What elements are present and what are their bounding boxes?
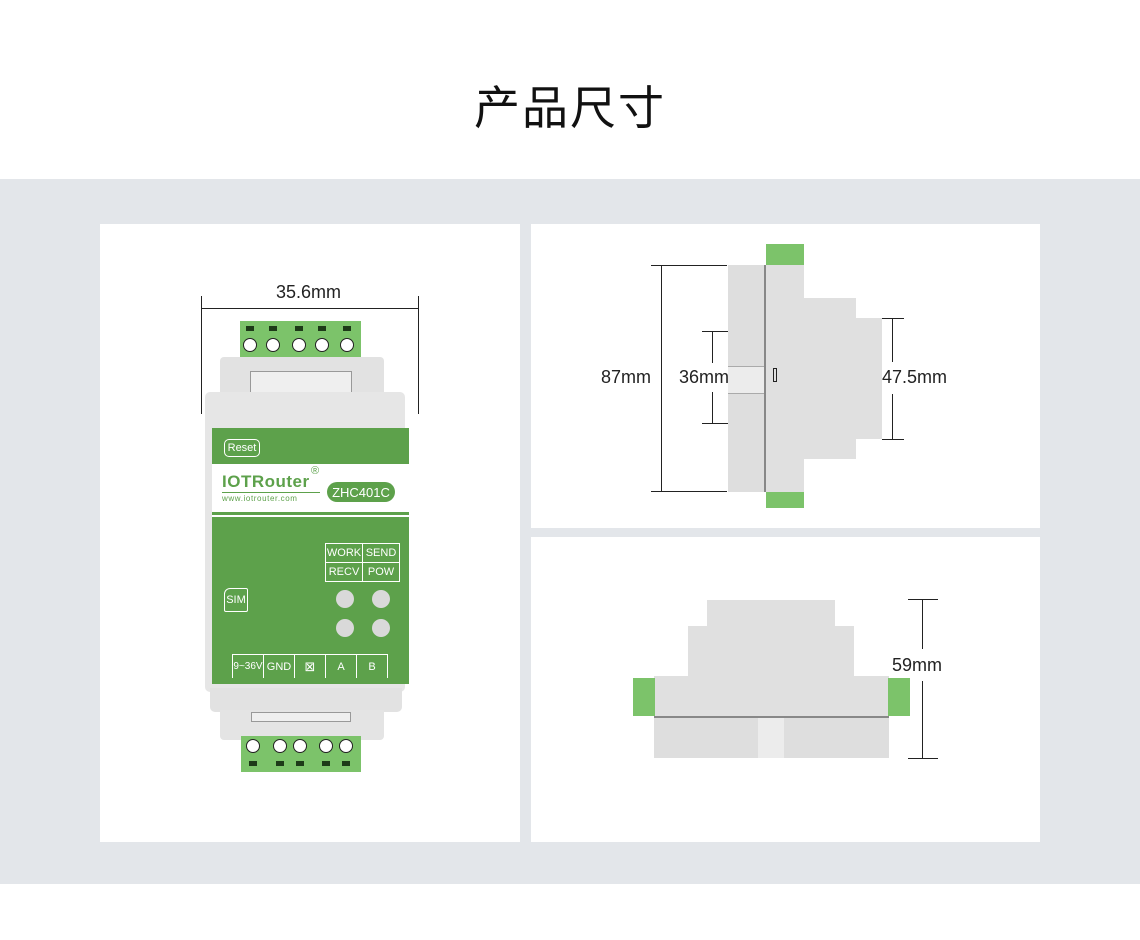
terminal-label-b: B — [356, 654, 388, 678]
width-dimension-label: 35.6mm — [276, 282, 342, 302]
bottom-view-panel: 59mm — [531, 537, 1040, 842]
led-send — [372, 590, 390, 608]
bottom-housing-step — [210, 688, 402, 712]
brand-logo: IOTRouter — [222, 472, 310, 491]
dimension-line-width — [201, 308, 419, 309]
rail-dimension-label: 36mm — [679, 367, 730, 387]
indicator-label-send: SEND — [362, 543, 400, 563]
led-recv — [336, 619, 354, 637]
bottom-terminal-block — [241, 736, 361, 772]
side-rail-clip — [728, 265, 764, 492]
bottom-view-left-terminal — [633, 678, 655, 716]
side-bottom-terminal — [766, 488, 804, 508]
height-dimension-label: 87mm — [599, 367, 654, 388]
terminal-label-gnd: GND — [263, 654, 295, 678]
led-work — [336, 590, 354, 608]
page-title: 产品尺寸 — [474, 81, 666, 135]
bottom-view-body — [654, 676, 889, 716]
side-body — [766, 265, 804, 492]
front-label: Reset IOTRouter ® www.iotrouter.com ZHC4… — [212, 428, 409, 684]
terminal-label-power: 9~36V — [232, 654, 264, 678]
side-top-terminal — [766, 244, 804, 268]
side-step — [804, 298, 856, 459]
bottom-housing-lower — [220, 710, 384, 740]
led-pow — [372, 619, 390, 637]
front-view-panel: 35.6mm Reset IOTRouter ® www.iotrouter.c… — [100, 224, 520, 842]
indicator-label-pow: POW — [362, 562, 400, 582]
bottom-view-step — [688, 626, 854, 678]
registered-mark: ® — [311, 465, 320, 477]
top-housing-step — [220, 357, 384, 397]
side-front — [856, 318, 882, 439]
side-view-panel: 87mm 36mm 47.5mm — [531, 224, 1040, 528]
website-text: www.iotrouter.com — [222, 494, 298, 503]
dimension-extension-right — [418, 296, 419, 414]
terminal-label-nc: ⊠ — [294, 654, 326, 678]
indicator-label-recv: RECV — [325, 562, 363, 582]
front-height-dimension-label: 47.5mm — [882, 367, 948, 387]
model-badge: ZHC401C — [327, 482, 395, 502]
bottom-view-front — [707, 600, 835, 628]
sim-slot[interactable]: SIM — [224, 588, 248, 612]
terminal-label-a: A — [325, 654, 357, 678]
top-terminal-block — [240, 321, 361, 359]
bottom-view-rail-clip — [654, 718, 889, 758]
reset-button[interactable]: Reset — [224, 439, 260, 457]
indicator-label-work: WORK — [325, 543, 363, 563]
dimension-extension-left — [201, 296, 202, 414]
depth-dimension-label: 59mm — [892, 655, 943, 675]
bottom-view-right-terminal — [888, 678, 910, 716]
brand-strip: IOTRouter ® www.iotrouter.com ZHC401C — [212, 464, 409, 512]
